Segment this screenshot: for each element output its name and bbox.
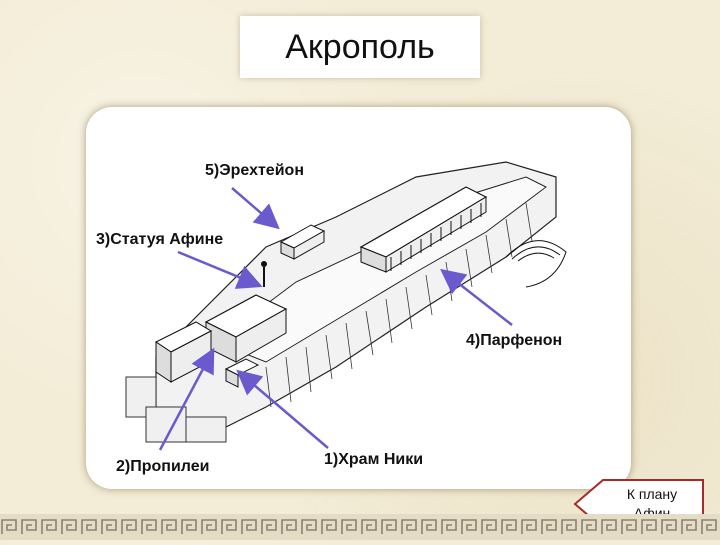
greek-key-border bbox=[0, 514, 720, 540]
arrow-parthenon bbox=[444, 272, 512, 325]
label-parthenon: 4)Парфенон bbox=[466, 332, 562, 350]
arrow-erechtheion bbox=[232, 188, 276, 226]
arrow-athena-statue bbox=[178, 252, 258, 285]
label-temple-nike: 1)Храм Ники bbox=[324, 451, 423, 469]
label-athena-statue: 3)Статуя Афине bbox=[96, 231, 223, 249]
label-propylaea: 2)Пропилеи bbox=[116, 458, 209, 476]
arrow-temple-nike bbox=[240, 373, 328, 448]
label-erechtheion: 5)Эрехтейон bbox=[205, 162, 304, 180]
arrow-propylaea bbox=[160, 352, 212, 450]
greek-key-pattern bbox=[0, 514, 720, 540]
